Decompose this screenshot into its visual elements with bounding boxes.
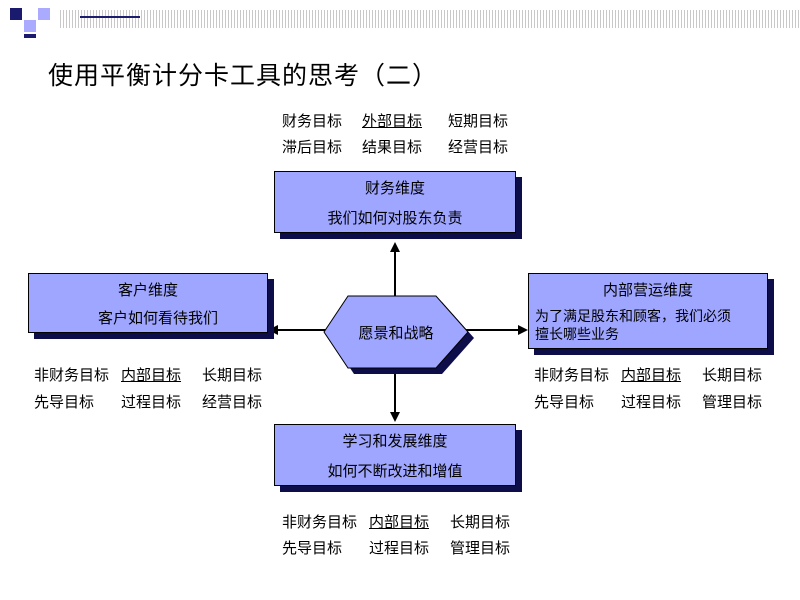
deco-square xyxy=(10,8,22,20)
learning-label: 管理目标 xyxy=(450,539,511,557)
customer-box-text: 客户如何看待我们 xyxy=(97,309,218,327)
deco-line xyxy=(80,16,140,18)
internal-labels: 非财务目标 内部目标 长期目标 先导目标 过程目标 管理目标 xyxy=(534,364,784,414)
financial-labels: 财务目标 外部目标 短期目标 滞后目标 结果目标 经营目标 xyxy=(282,110,542,160)
financial-box-title: 财务维度 xyxy=(364,179,425,197)
internal-box-text-line2: 擅长哪些业务 xyxy=(535,327,619,343)
customer-label: 经营目标 xyxy=(202,393,263,411)
learning-label: 非财务目标 xyxy=(282,513,358,531)
internal-box-title: 内部营运维度 xyxy=(602,281,693,299)
learning-label: 长期目标 xyxy=(450,513,511,531)
financial-label: 短期目标 xyxy=(448,112,509,130)
customer-labels: 非财务目标 内部目标 长期目标 先导目标 过程目标 经营目标 xyxy=(34,364,284,414)
page-title: 使用平衡计分卡工具的思考（二） xyxy=(48,61,439,90)
financial-box: 财务维度 我们如何对股东负责 xyxy=(274,171,516,233)
internal-box-text: 为了满足股东和顾客，我们必须 擅长哪些业务 xyxy=(535,308,731,344)
learning-box: 学习和发展维度 如何不断改进和增值 xyxy=(274,424,516,486)
internal-label: 过程目标 xyxy=(621,393,682,411)
deco-square xyxy=(38,8,50,20)
internal-box: 内部营运维度 为了满足股东和顾客，我们必须 擅长哪些业务 xyxy=(528,273,768,349)
customer-label: 过程目标 xyxy=(121,393,182,411)
financial-label: 财务目标 xyxy=(282,112,343,130)
internal-label: 长期目标 xyxy=(702,366,763,384)
center-hexagon xyxy=(323,295,469,369)
customer-label: 长期目标 xyxy=(202,366,263,384)
learning-box-title: 学习和发展维度 xyxy=(342,432,448,450)
customer-label: 先导目标 xyxy=(34,393,95,411)
learning-label: 过程目标 xyxy=(369,539,430,557)
customer-label: 非财务目标 xyxy=(34,366,110,384)
internal-label: 先导目标 xyxy=(534,393,595,411)
internal-label: 非财务目标 xyxy=(534,366,610,384)
internal-label: 内部目标 xyxy=(621,366,682,384)
financial-label: 滞后目标 xyxy=(282,138,343,156)
deco-stripe xyxy=(60,10,800,28)
title-decoration xyxy=(0,0,800,38)
learning-label: 内部目标 xyxy=(369,513,430,531)
learning-box-text: 如何不断改进和增值 xyxy=(327,462,463,480)
customer-label: 内部目标 xyxy=(121,366,182,384)
center-label: 愿景和战略 xyxy=(358,324,434,342)
customer-box-title: 客户维度 xyxy=(117,281,178,299)
internal-label: 管理目标 xyxy=(702,393,763,411)
internal-box-text-line1: 为了满足股东和顾客，我们必须 xyxy=(535,309,731,325)
financial-label: 经营目标 xyxy=(448,138,509,156)
financial-label: 结果目标 xyxy=(362,138,423,156)
customer-box: 客户维度 客户如何看待我们 xyxy=(28,273,268,333)
deco-square xyxy=(24,34,36,38)
financial-box-text: 我们如何对股东负责 xyxy=(327,209,463,227)
financial-label: 外部目标 xyxy=(362,112,423,130)
deco-square xyxy=(24,20,36,32)
learning-labels: 非财务目标 内部目标 长期目标 先导目标 过程目标 管理目标 xyxy=(282,511,542,561)
learning-label: 先导目标 xyxy=(282,539,343,557)
